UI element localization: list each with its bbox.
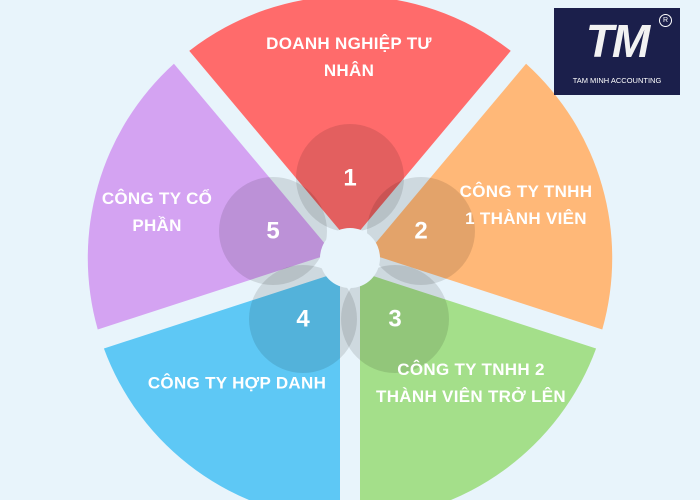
segment-number-5: 5 — [266, 218, 279, 245]
segment-number-2: 2 — [414, 218, 427, 245]
segment-number-1: 1 — [343, 165, 356, 192]
logo-mark: TM — [585, 15, 650, 67]
segment-label-4-line-1: CÔNG TY HỢP DANH — [148, 374, 326, 393]
number-circle-2 — [367, 177, 475, 285]
number-circle-1 — [296, 124, 404, 232]
segments-group: 1 2 3 4 5 DOANH NGHIỆP TƯ NHÂN CÔNG TY TNHH 1 TH… — [87, 0, 613, 500]
segment-label-3-line-2: THÀNH VIÊN TRỞ LÊN — [376, 387, 566, 406]
segment-2 — [367, 63, 613, 330]
company-logo: TM R TAM MINH ACCOUNTING — [554, 8, 680, 95]
segment-label-3-line-1: CÔNG TY TNHH 2 — [397, 360, 544, 379]
registered-mark: R — [659, 14, 672, 27]
segment-label-1-line-2: NHÂN — [324, 61, 374, 80]
logo-company-name: TAM MINH ACCOUNTING — [572, 76, 662, 85]
segment-number-4: 4 — [296, 306, 310, 333]
segment-3 — [360, 271, 597, 500]
segment-number-3: 3 — [388, 306, 401, 333]
segment-label-2-line-1: CÔNG TY TNHH — [460, 182, 593, 201]
segment-4 — [103, 271, 340, 500]
center-hub — [320, 228, 380, 288]
segment-label-5-line-1: CÔNG TY CỔ — [102, 189, 212, 208]
segment-label-5-line-2: PHẦN — [132, 216, 181, 235]
number-circle-5 — [219, 177, 327, 285]
segment-1 — [189, 0, 511, 243]
segment-label-2-line-2: 1 THÀNH VIÊN — [465, 209, 587, 228]
segment-5 — [87, 63, 333, 330]
number-circle-4 — [249, 265, 357, 373]
segment-label-1-line-1: DOANH NGHIỆP TƯ — [266, 34, 432, 53]
number-circle-3 — [341, 265, 449, 373]
